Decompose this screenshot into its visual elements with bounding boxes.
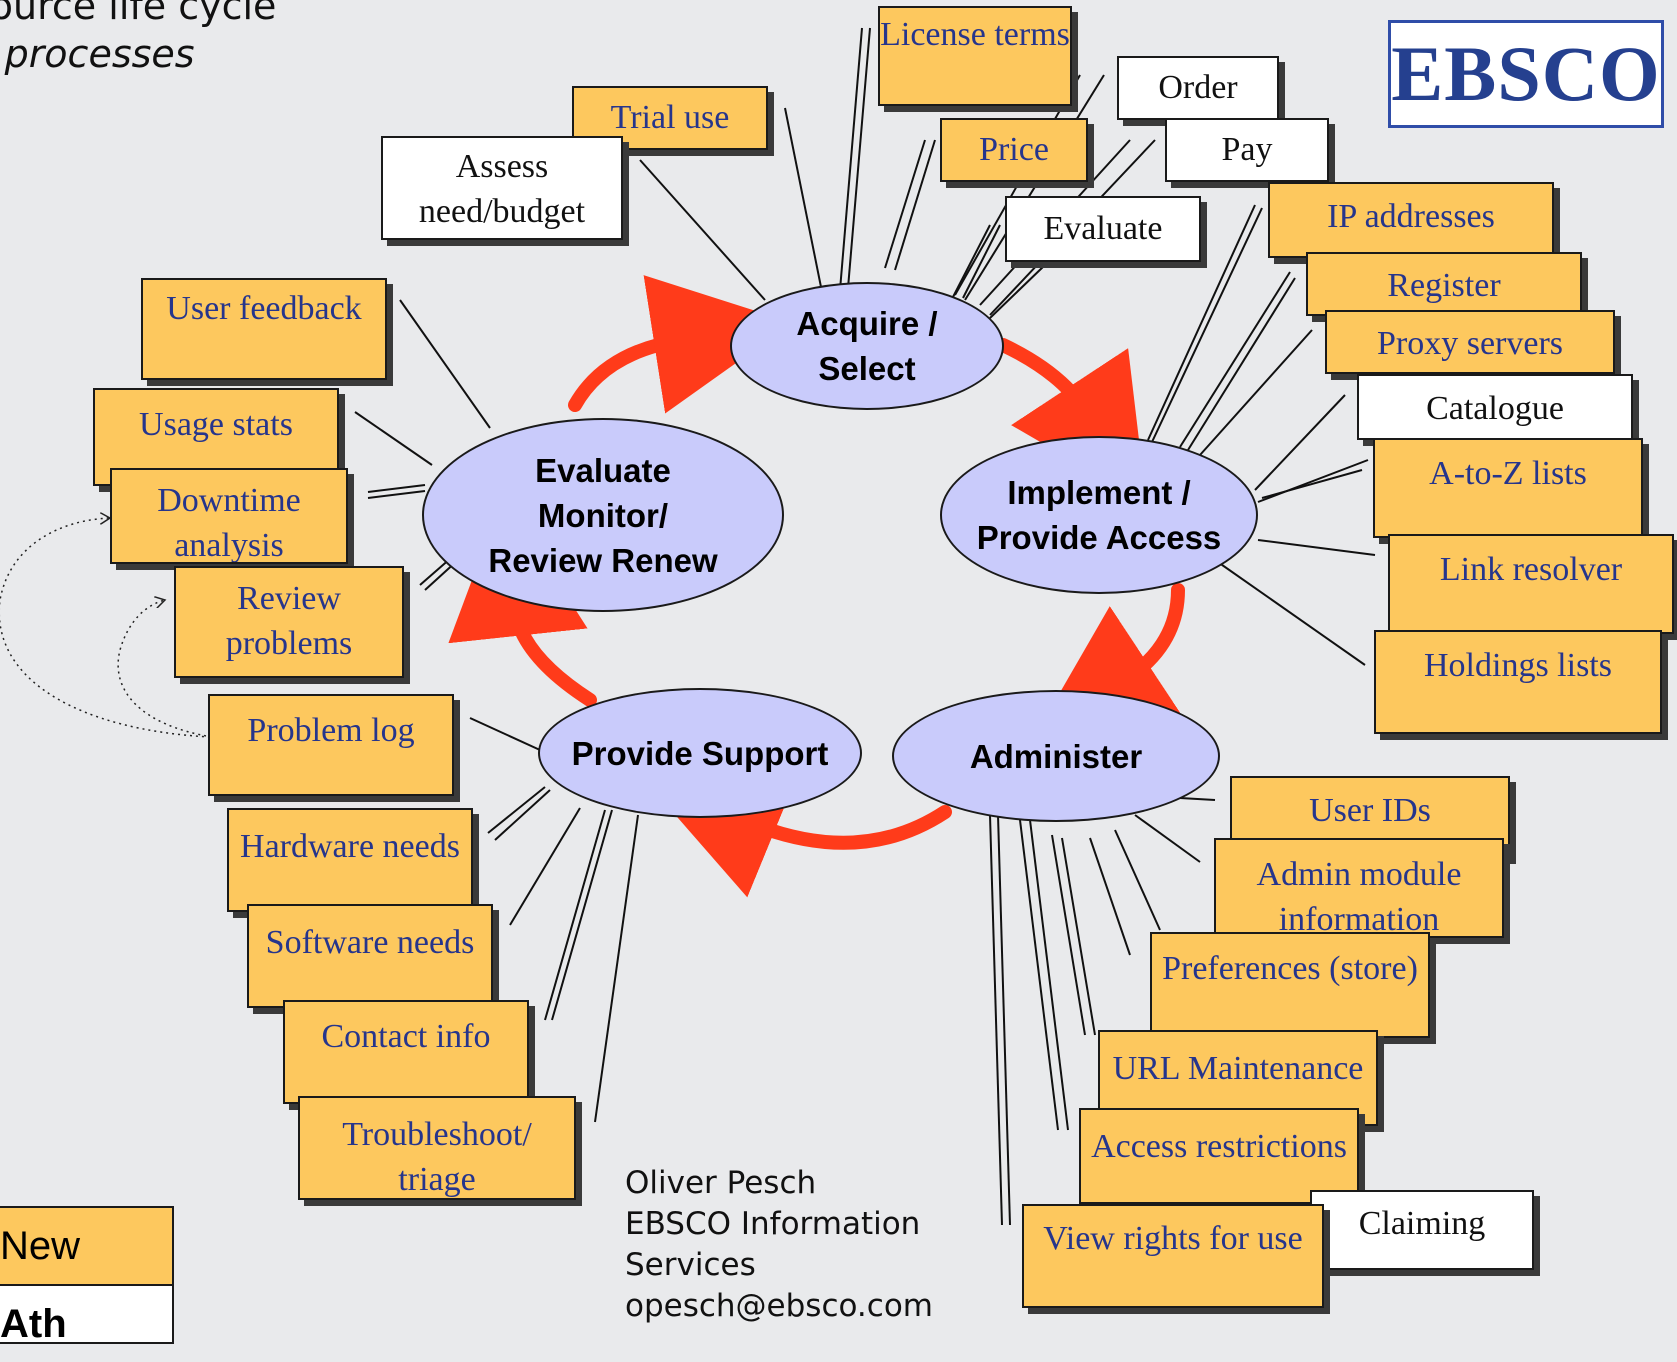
task-catalogue: Catalogue [1357,374,1633,440]
task-ip-addresses: IP addresses [1268,182,1554,258]
author-name: Oliver Pesch [625,1165,817,1201]
task-price: Price [940,118,1088,182]
task-problem-log: Problem log [208,694,454,796]
task-contact-info: Contact info [283,1000,529,1104]
task-assess-need-budget: Assess need/budget [381,136,623,240]
task-license-terms: License terms [878,6,1072,106]
task-troubleshoot-triage: Troubleshoot/ triage [298,1096,576,1200]
stage-administer: Administer [892,690,1220,822]
task-register: Register [1306,252,1582,316]
task-trial-use: Trial use [572,86,768,150]
task-holdings-lists: Holdings lists [1374,630,1662,734]
task-proxy-servers: Proxy servers [1325,310,1615,374]
cycle-arrows [448,275,1187,898]
connector-layer [0,27,1376,1226]
title-line-1: source life cycle [0,0,277,28]
task-access-restrictions: Access restrictions [1079,1108,1359,1204]
task-order: Order [1117,56,1279,120]
author-email: opesch@ebsco.com [625,1288,933,1324]
task-user-feedback: User feedback [141,278,387,380]
author-org: EBSCO Information [625,1206,921,1242]
task-software-needs: Software needs [247,904,493,1008]
ebsco-logo: EBSCO [1388,20,1664,128]
slide-title: source life cycle y processes [0,0,276,78]
task-evaluate: Evaluate [1005,196,1201,262]
author-org-2: Services [625,1247,756,1283]
task-admin-module-information: Admin module information [1214,838,1504,938]
stage-evaluate-monitor-review-renew: Evaluate Monitor/ Review Renew [422,418,784,612]
stage-implement-provide-access: Implement / Provide Access [940,436,1258,594]
task-hardware-needs: Hardware needs [227,808,473,912]
task-claiming: Claiming [1310,1190,1534,1270]
stage-acquire-select: Acquire / Select [730,282,1004,410]
legend-old: Ath [0,1284,174,1346]
legend-new: New [0,1206,174,1286]
title-line-2: y processes [0,32,195,76]
task-preferences-store: Preferences (store) [1150,932,1430,1038]
task-view-rights-for-use: View rights for use [1022,1204,1324,1308]
task-pay: Pay [1165,118,1329,182]
author-info: Oliver Pesch EBSCO Information Services … [625,1163,933,1327]
task-link-resolver: Link resolver [1388,534,1674,634]
task-review-problems: Review problems [174,566,404,678]
stage-provide-support: Provide Support [538,688,862,818]
task-a-to-z-lists: A-to-Z lists [1373,438,1643,538]
task-downtime-analysis: Downtime analysis [110,468,348,564]
